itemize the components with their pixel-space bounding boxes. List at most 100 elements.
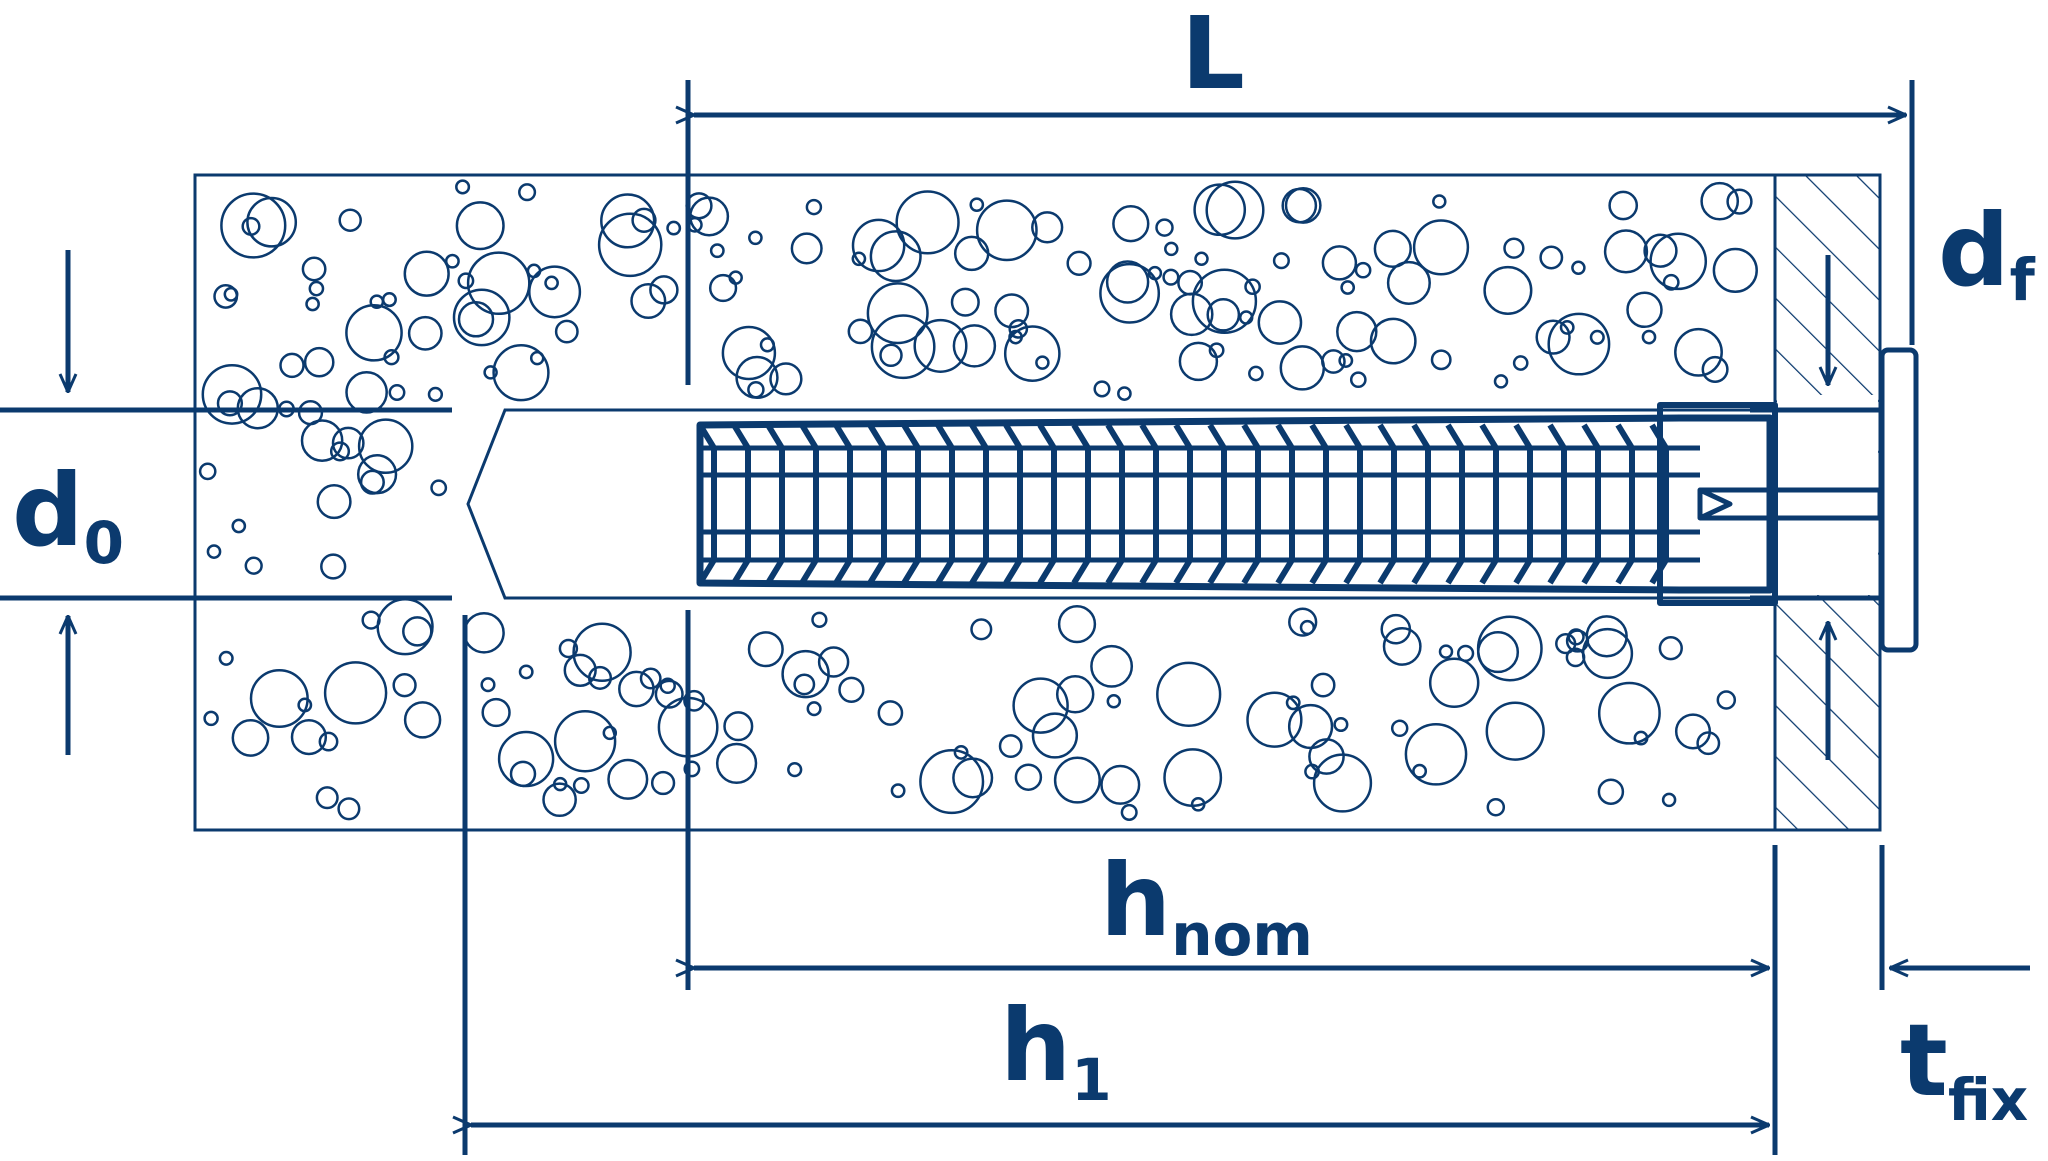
sleeve-rib <box>1445 423 1465 585</box>
aggregate-stone <box>218 650 234 666</box>
aggregate-stone <box>1147 265 1163 281</box>
aggregate-stone <box>231 718 270 757</box>
aggregate-stone <box>1547 312 1611 376</box>
aggregate-stone <box>1483 265 1533 315</box>
dimension-lines <box>0 80 2030 1155</box>
label-d0: d0 <box>12 452 124 577</box>
sleeve-rib <box>1003 423 1023 585</box>
aggregate-stone <box>654 679 684 709</box>
aggregate-stone <box>1105 260 1150 304</box>
aggregate-stone <box>388 384 406 401</box>
aggregate-stone <box>1354 261 1372 279</box>
aggregate-stone <box>290 718 328 756</box>
aggregate-stone <box>518 183 537 202</box>
aggregate-stone <box>1257 300 1303 345</box>
aggregate-stone <box>1205 180 1265 240</box>
aggregate-stone <box>602 725 618 741</box>
aggregate-stone <box>1014 763 1043 791</box>
aggregate-stone <box>303 346 335 378</box>
sleeve-rib <box>1173 423 1193 585</box>
sleeve-rib <box>799 423 819 585</box>
aggregate-stone <box>427 386 444 403</box>
aggregate-stone <box>1438 644 1454 659</box>
label-df: df <box>1938 192 2036 314</box>
aggregate-stone <box>452 288 511 347</box>
aggregate-stone <box>1338 353 1354 368</box>
aggregate-stone <box>1112 205 1150 243</box>
sleeve-rib <box>1581 423 1601 585</box>
dimension-labels: L d0 df hnom h1 tfix <box>12 0 2036 1134</box>
aggregate-stone <box>1304 763 1321 780</box>
aggregate-stone <box>650 770 676 796</box>
aggregate-stone <box>1581 627 1634 680</box>
aggregate-stone <box>300 419 344 462</box>
aggregate-stone <box>1503 237 1525 259</box>
aggregate-stone <box>1696 731 1721 756</box>
aggregate-stone <box>558 638 579 659</box>
aggregate-stone <box>1100 764 1141 805</box>
aggregate-stone <box>1031 211 1064 244</box>
aggregate-stone <box>1412 219 1470 276</box>
aggregate-stone <box>630 282 667 320</box>
aggregate-stone <box>1701 355 1729 383</box>
aggregate-stone <box>1208 342 1225 359</box>
aggregate-stone <box>1310 672 1336 698</box>
aggregate-stone <box>1206 297 1241 332</box>
aggregate-stone <box>455 179 471 195</box>
aggregate-stone <box>1390 719 1409 738</box>
aggregate-stone <box>659 677 676 695</box>
aggregate-stone <box>748 230 763 246</box>
aggregate-stone <box>715 742 758 785</box>
aggregate-stone <box>913 318 968 373</box>
aggregate-stone <box>1169 292 1214 337</box>
aggregate-stone <box>919 749 985 815</box>
aggregate-stone <box>994 293 1030 329</box>
aggregate-stone <box>572 622 632 682</box>
aggregate-stone <box>1248 365 1264 382</box>
aggregate-stone <box>1726 188 1753 215</box>
aggregate-stone <box>895 190 960 255</box>
sleeve-rib <box>1615 423 1635 585</box>
aggregate-stone <box>403 250 450 297</box>
aggregate-stone <box>1633 730 1649 746</box>
aggregate-stone <box>838 676 865 703</box>
aggregate-stone <box>1178 341 1219 382</box>
aggregate-stone <box>279 352 305 379</box>
plastic-anchor-sleeve <box>696 402 1883 606</box>
aggregate-stone <box>851 218 906 273</box>
aggregate-stone <box>1585 615 1628 658</box>
aggregate-stone <box>969 197 985 213</box>
aggregate-stone <box>952 757 994 799</box>
aggregate-stone <box>1312 753 1373 813</box>
aggregate-stone <box>383 349 400 366</box>
aggregate-stone <box>600 193 656 249</box>
sleeve-rib <box>1139 423 1159 585</box>
label-h1: h1 <box>1000 987 1112 1114</box>
label-hnom: hnom <box>1100 842 1313 969</box>
aggregate-stone <box>1512 355 1529 371</box>
sleeve-rib <box>867 423 887 585</box>
aggregate-stone <box>297 697 313 713</box>
aggregate-stone <box>1493 374 1509 389</box>
aggregate-stone <box>877 700 904 726</box>
screw-head <box>1750 347 1919 653</box>
aggregate-stone <box>866 282 929 345</box>
sleeve-rib <box>901 423 921 585</box>
aggregate-stone <box>1716 690 1737 710</box>
aggregate-stone <box>301 256 327 282</box>
aggregate-stone <box>457 272 475 290</box>
aggregate-stone <box>407 315 443 351</box>
concrete-aggregate <box>198 179 1758 821</box>
aggregate-stone <box>1093 380 1111 398</box>
aggregate-stone <box>444 253 460 269</box>
aggregate-stone <box>639 667 662 690</box>
aggregate-stone <box>769 362 803 396</box>
aggregate-stone <box>790 232 823 265</box>
aggregate-stone <box>998 734 1023 759</box>
aggregate-stone <box>1380 613 1412 645</box>
aggregate-stone <box>1432 194 1447 209</box>
aggregate-stone <box>481 697 511 728</box>
aggregate-stone <box>1321 349 1346 374</box>
aggregate-stone <box>1386 260 1431 305</box>
